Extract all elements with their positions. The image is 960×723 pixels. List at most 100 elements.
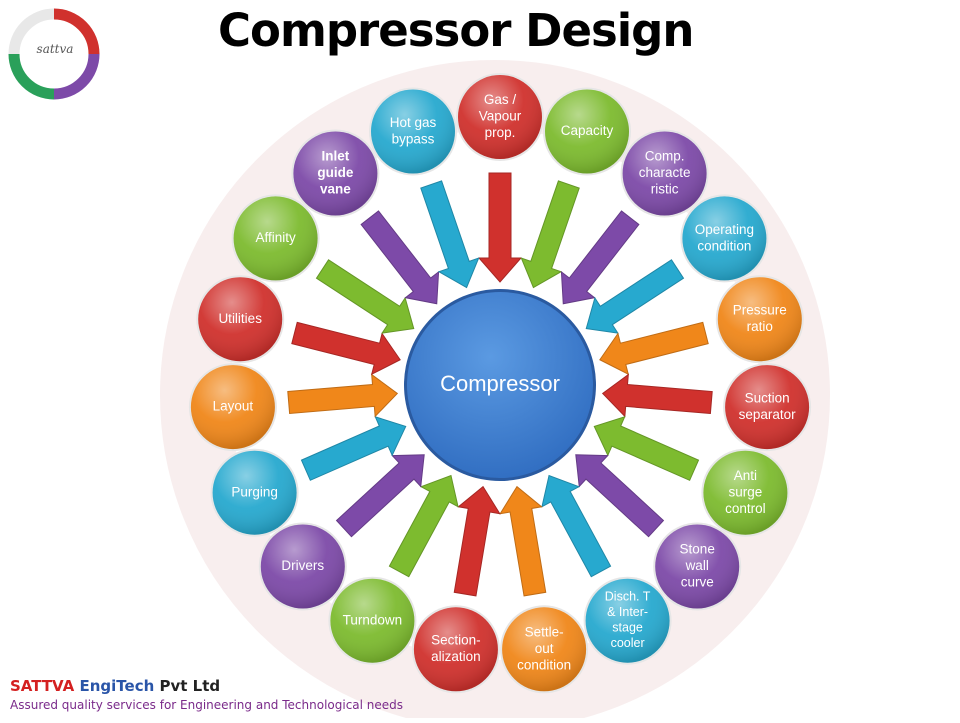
node-label: characte xyxy=(639,165,691,180)
arrow-8 xyxy=(541,474,612,578)
node-gloss xyxy=(330,578,415,663)
node-label: Purging xyxy=(231,484,278,499)
node-gloss xyxy=(725,365,810,450)
node-label: stage xyxy=(612,621,643,635)
node-label: Anti xyxy=(734,468,757,483)
arrow-5 xyxy=(601,373,713,418)
arrow-16 xyxy=(315,259,415,334)
node-gloss xyxy=(260,524,345,609)
node-10: Section-alization xyxy=(411,605,500,694)
node-label: control xyxy=(725,501,766,516)
node-14: Layout xyxy=(188,363,277,452)
node-2: Comp.characte ristic xyxy=(620,129,709,218)
arrow-6 xyxy=(593,416,700,481)
arrow-0 xyxy=(477,172,523,283)
node-gloss xyxy=(371,89,455,174)
node-label: Turndown xyxy=(343,612,403,627)
node-label: Section- xyxy=(431,633,481,648)
node-label: Gas / xyxy=(484,92,517,107)
node-label: ratio xyxy=(747,319,773,334)
arrow-4 xyxy=(599,321,709,376)
node-gloss xyxy=(190,365,275,450)
node-13: Purging xyxy=(210,448,299,537)
arrow-12 xyxy=(335,454,425,538)
node-gloss xyxy=(198,277,283,362)
node-label: Drivers xyxy=(281,558,324,573)
company-tagline: Assured quality services for Engineering… xyxy=(10,698,404,712)
arrow-10 xyxy=(453,485,501,597)
node-label: condition xyxy=(697,238,751,253)
page-title: Compressor Design xyxy=(218,4,694,57)
node-label: surge xyxy=(729,484,763,499)
node-gloss xyxy=(682,196,767,281)
node-label: Vapour xyxy=(479,109,522,124)
node-gloss xyxy=(458,75,542,159)
node-label: Operating xyxy=(695,222,754,237)
node-label: Utilities xyxy=(218,311,262,326)
logo-text: sattva xyxy=(36,42,74,56)
company-name-part1: SATTVA xyxy=(10,677,80,695)
node-label: ristic xyxy=(651,182,679,197)
arrow-9 xyxy=(499,485,547,597)
node-gloss xyxy=(703,450,788,535)
company-name-part3: Pvt Ltd xyxy=(154,677,221,695)
node-label: separator xyxy=(739,407,797,422)
node-16: Affinity xyxy=(231,194,320,283)
arrow-15 xyxy=(291,321,401,376)
node-gloss xyxy=(212,450,297,535)
center-label: Compressor xyxy=(440,371,560,396)
node-label: out xyxy=(535,641,554,656)
node-gloss xyxy=(622,131,707,216)
company-name: SATTVA EngiTech Pvt Ltd xyxy=(10,677,220,695)
node-gloss xyxy=(717,277,802,362)
node-label: Comp. xyxy=(645,149,685,164)
node-gloss xyxy=(293,131,378,216)
node-label: Layout xyxy=(213,399,254,414)
node-label: & Inter- xyxy=(607,605,648,619)
arrow-2 xyxy=(560,210,640,305)
node-label: wall xyxy=(685,558,709,573)
arrow-17 xyxy=(360,210,440,305)
node-15: Utilities xyxy=(196,275,285,364)
node-label: Inlet xyxy=(322,149,350,164)
arrow-1 xyxy=(520,180,580,289)
node-label: Affinity xyxy=(255,230,296,245)
node-label: vane xyxy=(320,182,351,197)
node-label: Settle- xyxy=(525,624,564,639)
sattva-logo: sattva xyxy=(4,6,104,100)
node-label: Disch. T xyxy=(605,590,651,604)
node-1: Capacity xyxy=(543,87,631,176)
node-11: Turndown xyxy=(328,576,417,665)
node-gloss xyxy=(502,607,587,692)
node-label: guide xyxy=(317,165,353,180)
node-label: bypass xyxy=(392,131,435,146)
node-label: Pressure xyxy=(733,303,787,318)
node-label: cooler xyxy=(611,636,645,650)
node-label: alization xyxy=(431,649,481,664)
node-12: Drivers xyxy=(258,522,347,611)
arrow-3 xyxy=(585,259,685,334)
logo-ring-icon xyxy=(8,8,100,100)
arrow-7 xyxy=(575,454,665,538)
node-label: curve xyxy=(681,575,714,590)
arrow-18 xyxy=(420,180,480,289)
node-label: Stone xyxy=(680,542,715,557)
node-label: Capacity xyxy=(561,123,614,138)
node-label: condition xyxy=(517,657,571,672)
node-gloss xyxy=(233,196,318,281)
node-gloss xyxy=(585,578,670,663)
arrow-11 xyxy=(388,474,459,578)
node-label: Suction xyxy=(745,390,790,405)
node-gloss xyxy=(655,524,740,609)
node-gloss xyxy=(413,607,498,692)
